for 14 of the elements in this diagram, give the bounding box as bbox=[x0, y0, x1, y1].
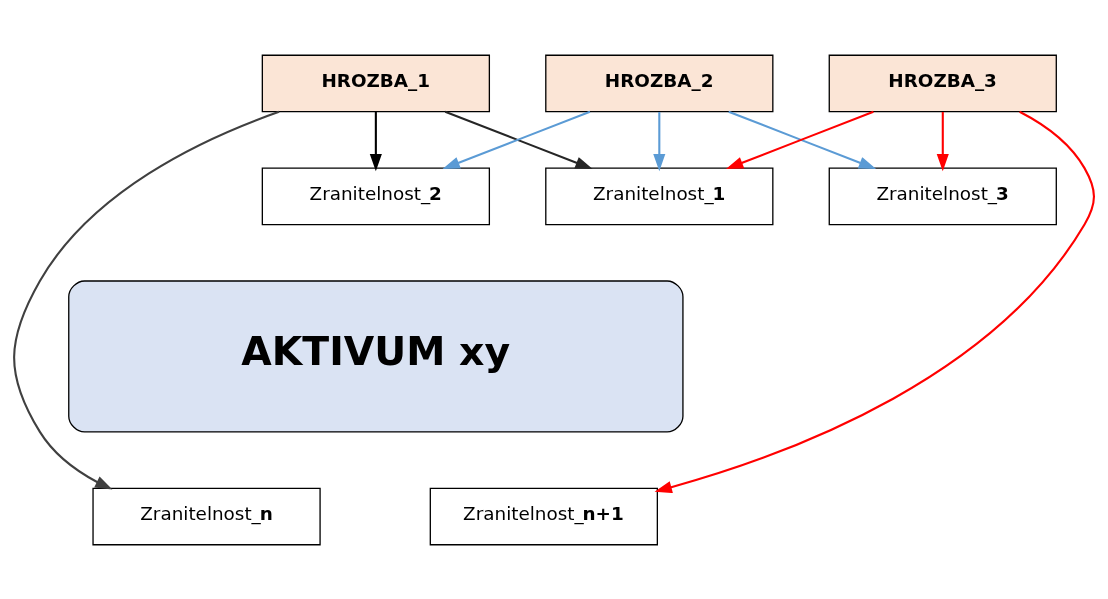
node-box: HROZBA_3 bbox=[828, 54, 1057, 112]
arrow bbox=[369, 111, 382, 171]
node-box: HROZBA_2 bbox=[545, 54, 774, 112]
node-box: HROZBA_1 bbox=[261, 54, 491, 112]
node-box: AKTIVUM xy bbox=[68, 279, 684, 433]
arrow bbox=[654, 110, 1095, 493]
arrow bbox=[13, 110, 280, 490]
node-box: Zranitelnost_3 bbox=[828, 166, 1057, 225]
arrow bbox=[653, 111, 666, 171]
node-box: Zranitelnost_2 bbox=[261, 166, 491, 225]
node-box: Zranitelnost_n bbox=[92, 487, 321, 545]
arrow bbox=[936, 111, 949, 171]
node-box: Zranitelnost_n+1 bbox=[429, 487, 658, 545]
node-box: Zranitelnost_1 bbox=[545, 166, 774, 225]
